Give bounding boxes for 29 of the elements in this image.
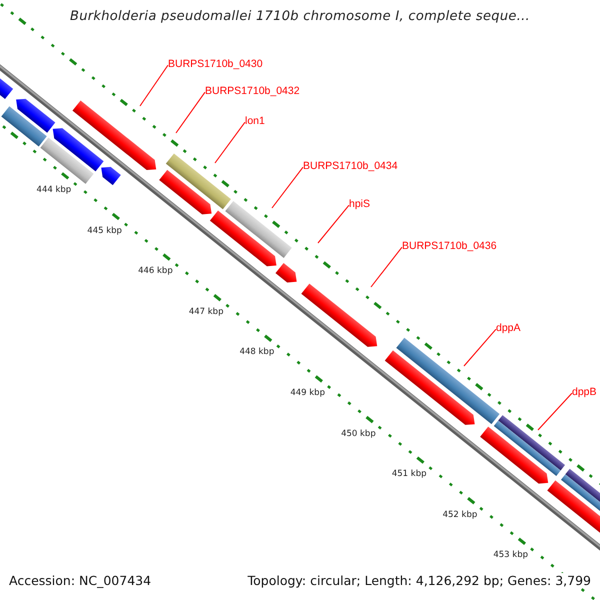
leader-line [176,92,206,134]
leader-line [538,392,572,430]
scale-label: 450 kbp [341,428,376,439]
scale-label: 452 kbp [442,510,478,520]
accession-text: Accession: NC_007434 [9,573,152,588]
gene-label: dppA [496,322,521,335]
gene-label: BURPS1710b_0432 [205,85,300,98]
map-title: Burkholderia pseudomallei 1710b chromosome I, complete seque... [68,9,531,24]
genome-stats-text: Topology: circular; Length: 4,126,292 bp; Genes: 3,799 [248,573,591,588]
gene-label: BURPS1710b_0434 [303,160,398,173]
gene-label: BURPS1710b_0436 [402,240,497,253]
scale-label: 447 kbp [188,306,224,317]
gene-label: lon1 [245,115,265,128]
scale-label: 449 kbp [290,388,325,398]
scale-label: 446 kbp [138,266,173,276]
scale-label: 453 kbp [493,550,528,560]
leader-line [464,328,496,366]
leader-line [140,64,168,106]
leader-line [370,246,402,288]
leader-line [214,122,246,164]
gene-label: dppB [572,386,597,399]
gene-label: hpiS [349,198,370,211]
leader-line [318,204,350,244]
leader-line [272,166,304,208]
gene-label: BURPS1710b_0430 [168,58,263,71]
scale-label: 451 kbp [392,469,426,480]
scale-label: 448 kbp [240,347,274,358]
scale-label: 444 kbp [36,184,72,195]
scale-label: 445 kbp [87,226,122,236]
